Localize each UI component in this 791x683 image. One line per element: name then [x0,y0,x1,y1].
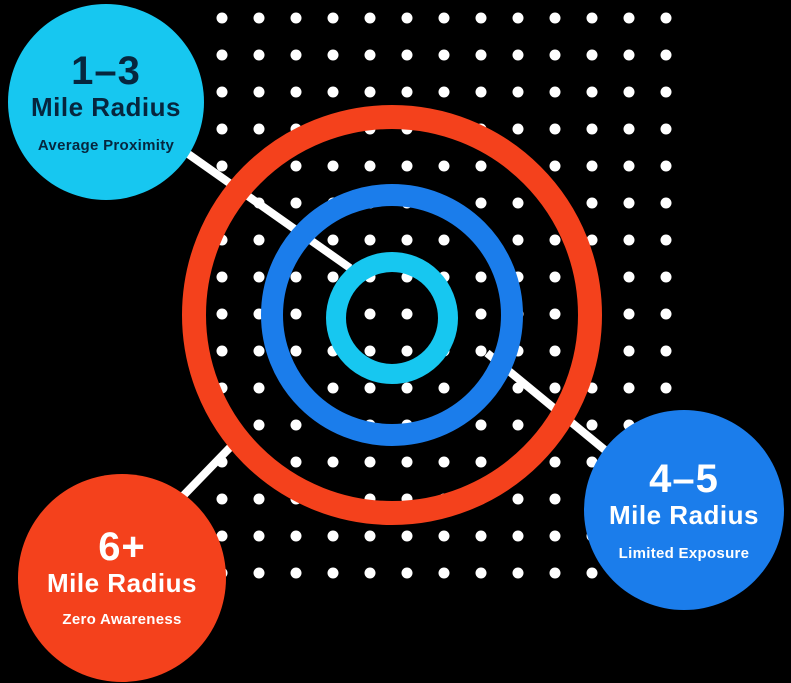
label-bubble-far: 6+ Mile Radius Zero Awareness [18,474,226,682]
inner-ring-1-3 [326,252,458,384]
label-bubble-mid: 4–5 Mile Radius Limited Exposure [584,410,784,610]
near-unit-text: Mile Radius [31,92,181,122]
near-bubble-circle [8,4,204,200]
far-unit-text: Mile Radius [47,568,197,598]
mid-unit-text: Mile Radius [609,500,759,530]
far-bubble-circle [18,474,226,682]
mid-range-text: 4–5 [649,457,719,501]
outer-ring-6plus [182,105,602,525]
middle-ring-4-5 [261,184,523,446]
far-caption-text: Zero Awareness [62,611,181,628]
near-caption-text: Average Proximity [38,137,175,154]
near-range-text: 1–3 [71,49,141,93]
mid-bubble-circle [584,410,784,610]
label-bubble-near: 1–3 Mile Radius Average Proximity [8,4,204,200]
mid-caption-text: Limited Exposure [619,545,750,562]
far-range-text: 6+ [98,525,146,569]
